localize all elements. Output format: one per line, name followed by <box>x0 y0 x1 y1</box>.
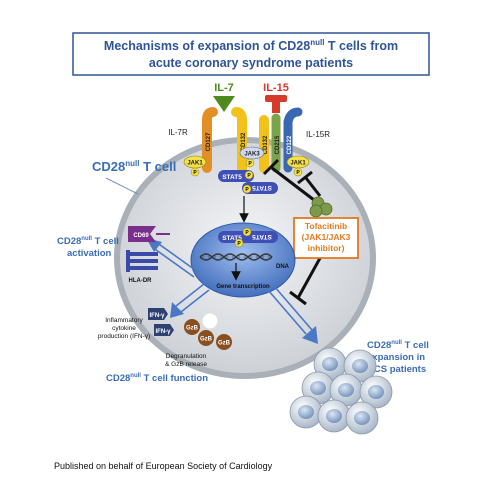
stat5-nucleus-label: STAT5 <box>222 235 242 242</box>
dna-label: DNA <box>276 264 290 270</box>
activation-label-1: CD28null T cell <box>57 236 119 247</box>
tofacitinib-line-1: Tofacitinib <box>305 221 347 231</box>
p-stat5-cyto-1-label: P <box>247 173 251 179</box>
dna-strand-2 <box>199 253 273 261</box>
expanded-cell-nucleus <box>354 411 370 425</box>
ifn-marker-1 <box>148 308 168 320</box>
expanded-cell-nucleus <box>352 359 368 373</box>
cd215-label: CD215 <box>275 135 281 154</box>
gzb-label-3: GzB <box>218 341 231 347</box>
il15-ligand-top <box>265 95 287 102</box>
cd127-chain <box>202 107 218 173</box>
ifn-marker-2 <box>154 324 174 336</box>
cd132-label-left: CD132 <box>241 132 247 151</box>
jak1-right-label: JAK1 <box>290 161 306 167</box>
expansion-label-2: expansion in <box>367 352 425 363</box>
degranulation-line-2: & GzB release <box>165 361 207 368</box>
p-jak3 <box>245 158 255 168</box>
activation-label-2: activation <box>67 248 112 259</box>
gzb-granule-2 <box>198 330 214 346</box>
title-line-1: Mechanisms of expansion of CD28null T ce… <box>104 38 398 53</box>
p-jak3-label: P <box>248 161 252 167</box>
cd132-label-right: CD132 <box>263 135 269 154</box>
gzb-shadow-1 <box>201 312 219 330</box>
cd122-label: CD122 <box>287 135 293 154</box>
expansion-label-1: CD28null T cell <box>367 340 429 351</box>
degranulation-line-1: Degranulation <box>166 353 207 360</box>
stat5-cytoplasm-pair-label: STAT5 <box>252 184 272 191</box>
ifn-label-1: IFN-γ <box>150 313 166 319</box>
inflammatory-line-1: Inflammatory <box>105 317 143 324</box>
inhibit-bar-jak1 <box>297 170 313 185</box>
hla-dr-label: HLA-DR <box>129 278 153 284</box>
gzb-granule-3 <box>216 334 232 350</box>
expanded-cell-nucleus <box>368 385 384 399</box>
tofacitinib-molecule-3 <box>309 204 323 218</box>
jak1-left-label: JAK1 <box>187 161 203 167</box>
arrow-to-function <box>170 283 210 318</box>
p-jak1-left-label: P <box>193 170 197 176</box>
cd69-label: CD69 <box>133 233 149 239</box>
inhibit-line-jak1 <box>304 177 322 197</box>
cd122-chain <box>283 107 303 173</box>
p-stat5-cyto-2 <box>242 184 252 194</box>
footer-text: Published on behalf of European Society … <box>54 461 273 471</box>
gzb-label-1: GzB <box>186 326 199 332</box>
tofacitinib-line-3: inhibitor) <box>308 243 345 253</box>
inhibit-bar-expansion <box>289 290 307 306</box>
il7-ligand <box>213 96 235 112</box>
cd132-chain-left <box>231 107 247 173</box>
gzb-label-2: GzB <box>200 337 213 343</box>
p-stat5-nuc-1 <box>242 227 252 237</box>
p-stat5-cyto-2-label: P <box>245 187 249 193</box>
p-jak1-left <box>190 167 200 177</box>
jak3 <box>239 146 265 160</box>
cd127-label: CD127 <box>206 132 212 151</box>
inflammatory-line-2: cytokine <box>112 325 136 332</box>
jak3-label: JAK3 <box>244 152 260 158</box>
ifn-label-2: IFN-γ <box>156 329 172 335</box>
il15r-label: IL-15R <box>306 130 330 139</box>
gene-transcription-label: Gene transcription <box>216 284 270 290</box>
il15-label: IL-15 <box>263 82 289 94</box>
stat5-nucleus-pair <box>242 231 278 243</box>
p-jak1-right-label: P <box>296 170 300 176</box>
dna-rungs <box>202 254 270 260</box>
expanded-cell-cluster <box>289 347 393 435</box>
cell-label-pointer <box>105 177 139 195</box>
tofacitinib-line-2: (JAK1/JAK3 <box>302 232 351 242</box>
expanded-cell-nucleus <box>310 381 326 395</box>
inflammatory-line-3: production (IFN-γ) <box>98 333 150 340</box>
inhibit-bar-jak3 <box>262 158 280 176</box>
tofacitinib-box <box>293 217 359 259</box>
function-label: CD28null T cell function <box>106 373 208 384</box>
cd69-marker <box>128 226 156 242</box>
cell-label: CD28null T cell <box>92 159 176 174</box>
hla-dr-marker <box>126 250 158 272</box>
expansion-label-3: ACS patients <box>367 364 426 375</box>
expanded-cell-nucleus <box>298 405 314 419</box>
il7r-label: IL-7R <box>168 128 188 137</box>
expanded-cell-nucleus <box>338 383 354 397</box>
stat5-cytoplasm-pair <box>242 182 278 194</box>
p-jak1-right <box>293 167 303 177</box>
title-box <box>72 32 430 76</box>
title-line-2: acute coronary syndrome patients <box>149 56 353 70</box>
arrow-to-expansion <box>267 285 318 344</box>
p-stat5-nuc-2 <box>234 238 244 248</box>
p-stat5-nuc-1-label: P <box>245 230 249 236</box>
gzb-granule-1 <box>184 319 200 335</box>
stat5-cytoplasm <box>218 170 254 182</box>
p-stat5-cyto-1 <box>244 170 254 180</box>
p-stat5-nuc-2-label: P <box>237 241 241 247</box>
stat5-cytoplasm-label: STAT5 <box>222 174 242 181</box>
il7-label: IL-7 <box>214 82 234 94</box>
expanded-cell-nucleus <box>322 357 338 371</box>
expanded-cell-nucleus <box>326 409 342 423</box>
stat5-nucleus-pair-label: STAT5 <box>252 233 272 240</box>
inhibit-line-jak3 <box>271 166 315 202</box>
il15-ligand-stem <box>272 101 280 113</box>
